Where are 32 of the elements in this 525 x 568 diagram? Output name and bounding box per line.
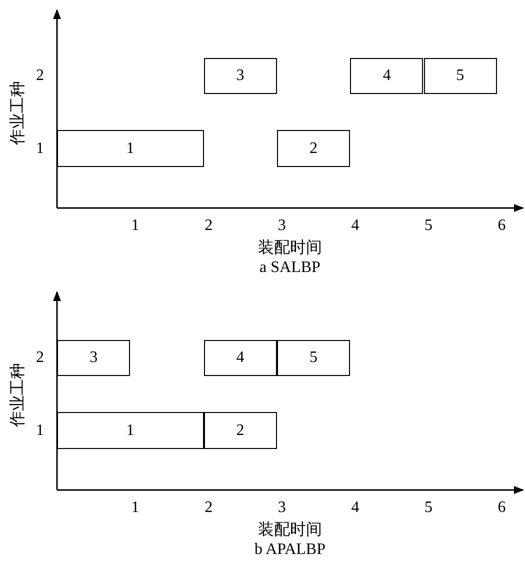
tick-label: 1: [131, 217, 140, 235]
task-bar: 2: [276, 130, 350, 167]
task-bar: 5: [276, 340, 350, 376]
tick-label: 2: [204, 217, 213, 235]
task-bar: 1: [57, 412, 204, 449]
axis-title: 装配时间: [258, 520, 322, 540]
tick-label: 2: [204, 499, 213, 517]
tick-label: 1: [36, 140, 44, 158]
task-bar: 5: [424, 58, 497, 94]
axis-title: 作业工种: [8, 363, 28, 427]
tick-label: 5: [424, 499, 432, 517]
chart-caption: b APALBP: [254, 541, 326, 559]
task-bar: 3: [57, 340, 130, 376]
task-bar: 1: [57, 130, 204, 167]
tick-label: 3: [278, 499, 286, 517]
task-bar: 4: [350, 58, 424, 94]
tick-label: 5: [424, 217, 432, 235]
tick-label: 3: [278, 217, 286, 235]
tick-label: 1: [36, 422, 44, 440]
task-bar: 3: [204, 58, 277, 94]
task-bar: 2: [204, 412, 277, 449]
tick-label: 4: [351, 499, 360, 517]
chart-caption: a SALBP: [260, 259, 320, 277]
tick-label: 6: [498, 217, 506, 235]
tick-label: 1: [131, 499, 140, 517]
tick-label: 2: [36, 349, 44, 367]
tick-label: 4: [351, 217, 360, 235]
tick-label: 2: [36, 67, 44, 85]
tick-label: 6: [498, 499, 506, 517]
task-bar: 4: [204, 340, 277, 376]
axis-title: 作业工种: [8, 81, 28, 145]
axis-title: 装配时间: [258, 238, 322, 258]
